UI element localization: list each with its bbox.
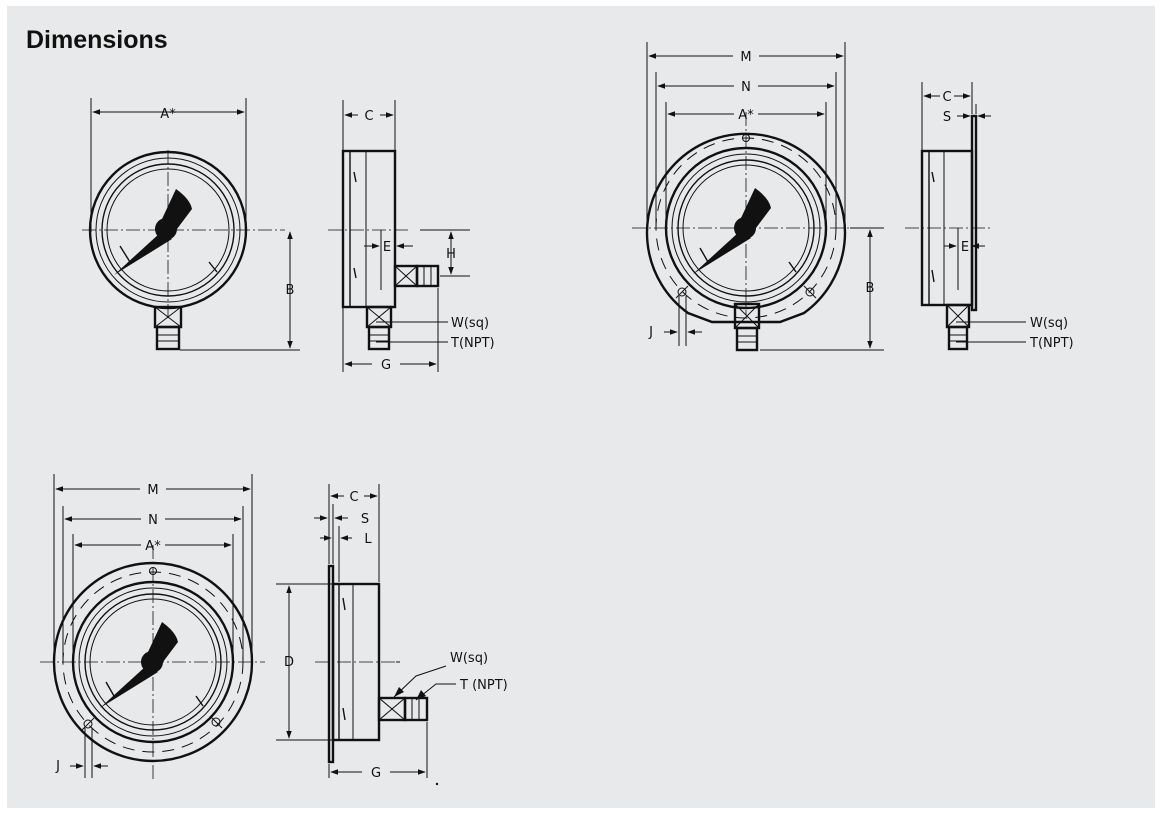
callout-t-npt-3: T (NPT)	[459, 678, 508, 693]
view1-scale-tick-right	[208, 261, 218, 273]
view1-front	[82, 150, 285, 351]
page-title: Dimensions	[26, 26, 168, 54]
dim-label-b: B	[286, 283, 295, 298]
callout-w-sq-3: W(sq)	[450, 651, 488, 666]
view1-dimensions: A* B	[90, 98, 300, 351]
view3-bolt-circle	[62, 571, 244, 753]
view3-bezel-outer	[71, 580, 235, 744]
view3-dial	[84, 593, 222, 731]
view1-side-back-thread	[415, 264, 440, 288]
view3-side-thread	[403, 696, 429, 722]
dim-label-l: L	[364, 532, 372, 547]
view3-dimensions: M N A* J	[53, 474, 253, 778]
view1-thread	[155, 325, 181, 351]
view3-bolt-hole-left	[83, 719, 93, 729]
view3-dial-inner	[89, 598, 217, 726]
view3-front	[40, 545, 265, 782]
view3-bolt-hole-right	[211, 717, 221, 727]
view1-wrench-flat-diag-b	[154, 306, 182, 328]
view2-side-flange	[970, 114, 978, 312]
dim-label-a-star: A*	[160, 107, 176, 122]
dim-label-c: C	[364, 109, 373, 124]
view1-side	[328, 149, 440, 351]
view2-needle	[693, 188, 771, 274]
dim-label-e-2: E	[961, 240, 969, 255]
dim-label-s: S	[943, 110, 951, 125]
view3-side	[315, 564, 429, 764]
view1-side-dimensions: C E H W(sq) T(NPT) G	[342, 100, 495, 373]
view1-bezel-ring	[95, 157, 241, 303]
dim-label-b-2: B	[866, 281, 875, 296]
callout-w-sq: W(sq)	[451, 316, 489, 331]
view1-dial	[101, 163, 235, 297]
view2-side-thread	[947, 325, 969, 351]
view2-bolt-hole-right	[805, 287, 815, 297]
view2-side	[905, 114, 990, 351]
dim-label-d: D	[284, 655, 294, 670]
view3-bezel-ring	[78, 587, 228, 737]
dim-label-g-2: G	[371, 766, 381, 781]
view2-dimensions: M N A* B J	[646, 42, 884, 351]
dim-label-g: G	[381, 358, 391, 373]
dim-label-m: M	[740, 50, 751, 65]
view2-flange-outline	[645, 132, 847, 324]
dim-label-j-2: J	[55, 759, 60, 774]
dim-label-n-2: N	[148, 513, 158, 528]
dim-label-m-2: M	[147, 483, 158, 498]
callout-t-npt: T(NPT)	[450, 336, 495, 351]
callout-w-sq-2: W(sq)	[1030, 316, 1068, 331]
view1-scale-tick-left	[119, 245, 131, 263]
view3-side-flange	[327, 564, 335, 764]
view2-dial	[677, 159, 815, 297]
view1-dial-inner	[106, 168, 230, 292]
dim-label-j: J	[648, 325, 653, 340]
view1-side-case	[341, 149, 397, 309]
dim-label-e: E	[383, 240, 391, 255]
view2-bezel-outer	[664, 146, 828, 310]
view1-needle	[114, 189, 192, 275]
callout-t-npt-2: T(NPT)	[1029, 336, 1074, 351]
dim-label-a-star-3: A*	[145, 539, 161, 554]
view2-bolt-circle	[655, 137, 837, 319]
view2-side-dimensions: C S E W(sq) T(NPT)	[921, 82, 1074, 351]
view3-flange-outer	[52, 561, 254, 763]
view1-side-thread	[367, 325, 391, 351]
drawing-panel	[7, 6, 1155, 808]
dim-label-c-3: C	[349, 490, 358, 505]
view2-dial-inner	[682, 164, 810, 292]
dim-label-s-2: S	[361, 512, 369, 527]
dim-label-n: N	[741, 80, 751, 95]
view2-front	[632, 112, 860, 352]
view3-needle	[100, 622, 178, 708]
view3-side-dimensions: C S L D W(sq) T (NPT) G	[276, 484, 508, 786]
dim-label-a-star-2: A*	[738, 108, 754, 123]
view2-bolt-hole-left	[677, 287, 687, 297]
view3-bolt-hole-top	[149, 567, 157, 575]
view2-bolt-hole-top	[742, 134, 750, 142]
view2-thread	[735, 326, 759, 352]
dim-label-h: H	[446, 247, 456, 262]
view2-bezel-ring	[671, 153, 821, 303]
dim-label-c-2: C	[942, 90, 951, 105]
